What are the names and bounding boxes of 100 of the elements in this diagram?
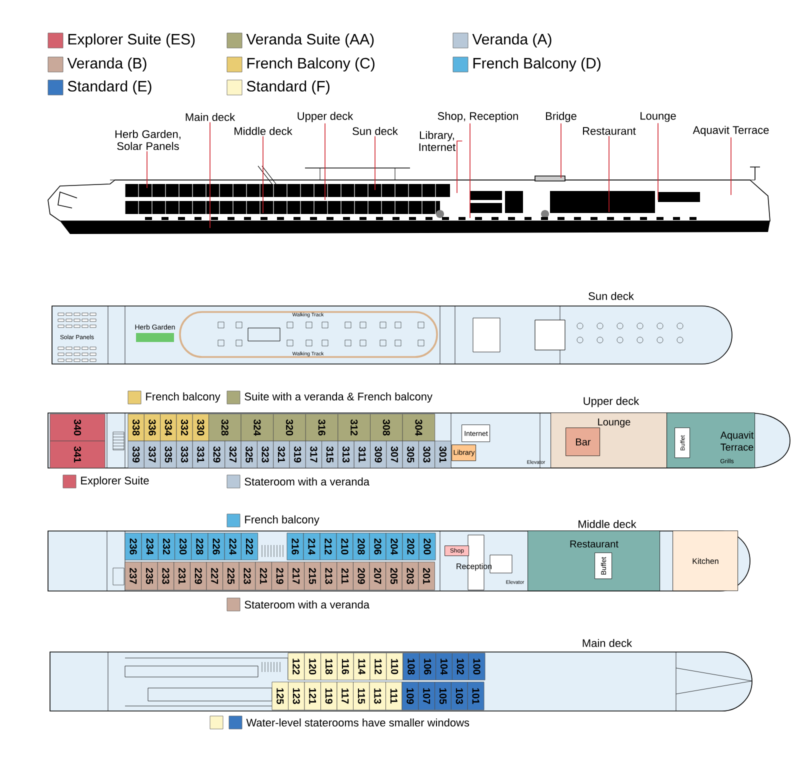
cabin-box: 116 [337, 652, 354, 680]
cabin-box: 120 [304, 652, 321, 680]
cabin-box: 232 [158, 532, 175, 560]
cabin-box: 102 [452, 652, 469, 680]
cabin-box: 311 [354, 440, 370, 468]
legend-label: Standard (E) [68, 80, 152, 94]
callout-label: Aquavit Terrace [692, 126, 769, 136]
legend-label: Explorer Suite [81, 476, 149, 487]
cabin-box: 225 [222, 562, 240, 590]
callout-label: Sun deck [352, 126, 398, 136]
cabin-box: 121 [304, 682, 321, 710]
cabin-box: 234 [141, 532, 158, 560]
cabin-box: 112 [370, 652, 387, 680]
cabin-box: 101 [467, 682, 484, 710]
cabin-box: 216 [286, 532, 304, 560]
cabin-box: 334 [160, 414, 177, 442]
cabin-box: 317 [305, 440, 322, 468]
cabin-box: 201 [418, 562, 435, 590]
cabin-box: 209 [353, 562, 370, 590]
cabin-box: 332 [176, 414, 193, 442]
cabin-box: 331 [192, 440, 209, 468]
cabin-box: 301 [434, 440, 452, 468]
cabin-box: 108 [402, 652, 420, 680]
legend-label: Veranda Suite (AA) [246, 34, 374, 48]
cabin-box: 312 [338, 414, 370, 442]
cabin-box: 329 [208, 440, 226, 468]
leader-line [730, 136, 732, 196]
callout-label: Restaurant [583, 127, 636, 135]
cabin-box: 111 [386, 682, 402, 710]
cabin-box: 327 [224, 440, 242, 468]
cabin-box: 339 [128, 440, 144, 468]
cabin-box: 221 [255, 562, 272, 590]
cabin-box: 204 [386, 532, 403, 560]
cabin-box: 208 [352, 532, 370, 560]
cabin-box: 224 [224, 532, 242, 560]
cabin-box: 315 [322, 440, 338, 468]
legend-label: French balcony [245, 515, 320, 526]
cabin-box: 222 [241, 532, 258, 560]
legend-label: Explorer Suite (ES) [68, 34, 195, 48]
cabin-box: 308 [370, 414, 403, 442]
node-label: Main deck [582, 638, 632, 648]
cabin-box: 341 [50, 440, 106, 468]
cabin-box: 330 [192, 414, 209, 442]
cabin-box: 226 [208, 532, 225, 560]
cabin-box: 115 [353, 682, 370, 710]
cabin-box: 230 [174, 532, 192, 560]
leader-line [262, 136, 264, 214]
callout-label: Main deck [186, 112, 236, 122]
cabin-box: 200 [418, 532, 436, 560]
cabin-box: 227 [206, 562, 223, 590]
cabin-box: 205 [386, 562, 402, 590]
cabin-box: 110 [386, 652, 403, 680]
leader-line [146, 150, 148, 188]
cabin-box: 340 [50, 414, 106, 442]
cabin-box: 109 [402, 682, 419, 710]
callout-label: Shop, Reception [438, 112, 518, 122]
cabin-box: 319 [289, 440, 306, 468]
leader-line [560, 122, 562, 178]
callout-label: Library, Internet [419, 130, 456, 152]
legend-label: Standard (F) [246, 80, 330, 94]
cabin-box: 114 [353, 652, 370, 680]
cabin-box: 303 [418, 440, 436, 468]
cabin-box: 307 [386, 440, 403, 468]
leader-line [456, 140, 463, 194]
legend-label: Stateroom with a veranda [244, 600, 370, 609]
cabin-box: 328 [208, 414, 242, 442]
cabin-box: 202 [402, 532, 420, 560]
legend-label: Suite with a veranda & French balcony [244, 392, 432, 403]
cabin-box: 338 [128, 414, 144, 442]
cabin-box: 100 [468, 652, 486, 680]
cabin-box: 207 [369, 562, 386, 590]
cabin-box: 316 [305, 414, 338, 442]
cabin-box: 211 [336, 562, 354, 590]
legend-label: Stateroom with a veranda [244, 477, 370, 486]
cabin-box: 237 [124, 562, 142, 590]
cabin-box: 122 [288, 652, 305, 680]
cabin-box: 213 [320, 562, 338, 590]
legend-label: French Balcony (C) [247, 58, 374, 72]
node-label: Middle deck [578, 520, 636, 528]
cabin-box: 214 [303, 532, 320, 560]
legend-label: Veranda (B) [67, 58, 146, 72]
cabin-box: 336 [144, 414, 160, 442]
cabin-box: 313 [338, 440, 354, 468]
cabin-box: 304 [402, 414, 436, 442]
cabin-box: 324 [240, 414, 274, 442]
leader-line [608, 136, 610, 212]
cabin-box: 305 [402, 440, 419, 468]
node-label: Sun deck [588, 292, 634, 300]
cabin-box: 105 [434, 682, 452, 710]
cabin-box: 117 [336, 682, 354, 710]
callout-label: Upper deck [298, 112, 354, 122]
cabin-box: 210 [336, 532, 354, 560]
cabin-box: 107 [418, 682, 435, 710]
cabin-box: 321 [273, 440, 290, 468]
cabin-box: 217 [288, 562, 304, 590]
cabin-box: 206 [369, 532, 386, 560]
cabin-box: 106 [419, 652, 436, 680]
cabin-box: 236 [124, 532, 142, 560]
legend-label: French balcony [146, 392, 220, 403]
cabin-box: 335 [160, 440, 177, 468]
